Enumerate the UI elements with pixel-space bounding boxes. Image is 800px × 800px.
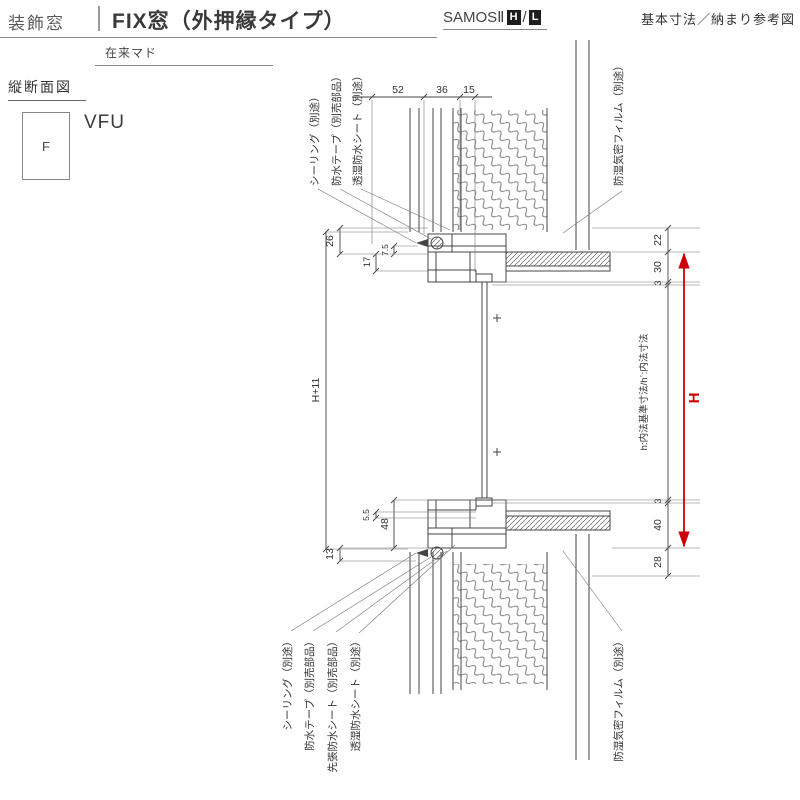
- dim-right-28: 28: [652, 556, 664, 568]
- label-bottom-breathable-sheet: 透湿防水シート（別途）: [349, 636, 362, 752]
- sill-frame-profile-lines: [428, 500, 506, 548]
- dim-left-7-5: 7.5: [380, 244, 390, 256]
- dimension-labels: 52 36 15 26 7.5 17 H+11 5.5 48 13 22 30 …: [310, 84, 703, 568]
- dim-right-22: 22: [652, 234, 664, 246]
- dim-right-note: h:内法基準寸法/h´:内法寸法: [638, 334, 650, 451]
- section-view-title: 縦断面図: [8, 77, 86, 101]
- page-title: FIX窓（外押縁タイプ）: [112, 10, 346, 33]
- head-waterproof-tape-mark: [430, 236, 444, 250]
- brand-badge: SAMOSⅡ H / L: [443, 8, 548, 30]
- brand-grade-l-badge: L: [528, 9, 542, 25]
- head-glass-stop: [475, 273, 493, 283]
- interior-board-lines-bottom: [409, 552, 442, 694]
- insulation-bottom: [453, 564, 547, 684]
- window-category-label: 装飾窓: [8, 14, 65, 33]
- window-code: F: [42, 138, 50, 154]
- sill-push-bead-lip: [505, 510, 611, 517]
- header-divider: [98, 6, 100, 31]
- head-frame-profile-lines: [428, 234, 506, 282]
- extension-lines: [290, 100, 700, 634]
- frame-type-label: 在来マド: [95, 42, 273, 66]
- header-underline: [0, 37, 437, 38]
- sheathing-lines-bottom: [452, 552, 548, 690]
- dim-right-3a: 3: [653, 280, 663, 285]
- label-top-breathable-sheet: 透湿防水シート（別途）: [351, 71, 364, 187]
- dim-left-5-5: 5.5: [361, 509, 371, 521]
- sill-frame: [427, 499, 507, 549]
- window-shape-box: F: [22, 112, 70, 180]
- dim-right-30: 30: [652, 261, 664, 273]
- screw-marks: [493, 314, 501, 456]
- label-bottom-waterproof-tape: 防水テープ（別売部品）: [303, 636, 316, 751]
- header-note: 基本寸法／納まり参考図: [640, 12, 795, 27]
- wall-structure: [409, 40, 590, 760]
- dim-left-26: 26: [324, 235, 336, 247]
- brand-grade-h-badge: H: [506, 9, 521, 25]
- interior-board-lines-top: [409, 108, 442, 232]
- brand-name: SAMOSⅡ: [443, 9, 505, 26]
- label-top-waterproof-tape: 防水テープ（別売部品）: [330, 71, 343, 186]
- sill-waterproof-tape-mark: [430, 546, 444, 560]
- dim-right-h: H: [686, 393, 703, 404]
- material-leader-lines-bottom: [290, 544, 623, 634]
- label-top-vapor-film: 防湿気密フィルム（別途）: [612, 60, 625, 186]
- brand-grade-separator: /: [522, 8, 527, 26]
- label-bottom-sealing: シーリング（別途）: [281, 636, 294, 731]
- glass-pane-lines: [481, 282, 488, 498]
- dim-top-15: 15: [463, 84, 475, 96]
- head-push-bead: [505, 251, 611, 267]
- dim-right-40: 40: [652, 519, 664, 531]
- dim-top-52: 52: [392, 84, 404, 96]
- label-bottom-pre-applied-sheet: 先張防水シート（別売部品）: [326, 636, 339, 773]
- sheathing-lines-top: [452, 108, 548, 232]
- sill-sealing-wedge: [416, 549, 428, 557]
- label-bottom-vapor-film: 防湿気密フィルム（別途）: [612, 636, 625, 762]
- dim-left-17: 17: [362, 257, 373, 268]
- window-frame-section: [416, 233, 611, 560]
- sill-glass-stop: [475, 497, 493, 507]
- cladding-lines-top: [575, 40, 590, 250]
- head-push-bead-lip: [505, 265, 611, 272]
- sill-push-bead: [505, 515, 611, 531]
- material-labels: シーリング（別途） 防水テープ（別売部品） 透湿防水シート（別途） 防湿気密フィ…: [281, 60, 625, 772]
- dim-left-h11: H+11: [310, 378, 322, 403]
- head-sealing-wedge: [416, 239, 428, 247]
- dim-left-13: 13: [324, 548, 336, 560]
- dim-right-3b: 3: [653, 498, 663, 503]
- dim-left-48: 48: [379, 518, 391, 530]
- cladding-lines-bottom: [575, 534, 590, 760]
- insulation-top: [453, 110, 547, 230]
- model-label: VFU: [84, 112, 125, 133]
- label-top-sealing: シーリング（別途）: [308, 92, 321, 187]
- dim-top-36: 36: [436, 84, 448, 96]
- dim-lines-left: [325, 228, 395, 561]
- material-leader-lines-top: [317, 188, 623, 244]
